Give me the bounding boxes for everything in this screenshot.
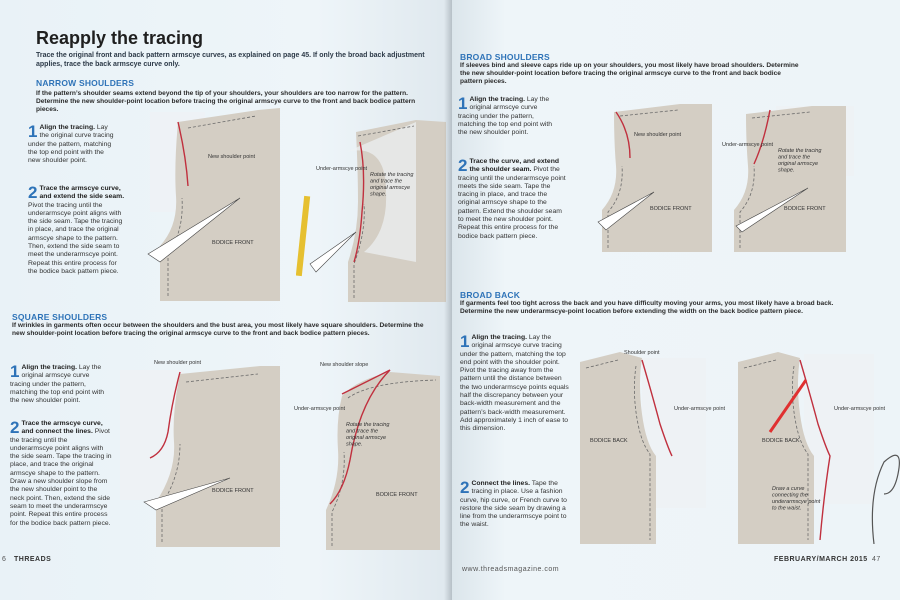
narrow-step-2: 2 Trace the armscye curve, and extend th…: [28, 183, 126, 276]
square-figure-2: New shoulder slope Under-armscye point R…: [294, 362, 440, 550]
step-body: Tape the tracing in place. Use a fashion…: [460, 480, 567, 529]
fig-label-new-shoulder: New shoulder point: [154, 360, 202, 366]
broad-shoulders-figure-1: New shoulder point BODICE FRONT: [597, 104, 712, 252]
fig-label-underarmscye: Under-armscye point: [294, 406, 346, 412]
left-page-number: 6: [2, 556, 7, 563]
issue-date: FEBRUARY/MARCH 2015: [774, 556, 868, 563]
fig-label-bodice-back: BODICE BACK: [590, 438, 628, 444]
step-number: 1: [28, 122, 38, 141]
step-heading: Trace the armscye curve, and extend the …: [39, 185, 125, 201]
step-body: Pivot the tracing until the underarmscye…: [28, 201, 123, 275]
intro-text: Trace the original front and back patter…: [36, 52, 425, 68]
step-heading: Trace the armscye curve, and connect the…: [21, 420, 103, 436]
square-shoulders-desc: If wrinkles in garments often occur betw…: [12, 322, 424, 337]
step-number: 2: [28, 183, 38, 202]
fig-label-new-slope: New shoulder slope: [320, 362, 368, 368]
step-body: Lay the original curve tracing under the…: [28, 124, 114, 165]
right-page: BROAD SHOULDERS If sleeves bind and slee…: [452, 0, 900, 600]
left-page: Reapply the tracing Trace the original f…: [0, 0, 452, 600]
step-heading: Trace the curve, and extend the shoulder…: [469, 158, 559, 174]
fig-label-bodice-front: BODICE FRONT: [212, 488, 254, 494]
fig-label-new-shoulder: New shoulder point: [634, 132, 682, 138]
step-number: 1: [458, 94, 468, 113]
broad-back-step-2: 2 Connect the lines. Tape the tracing in…: [460, 478, 570, 530]
fig-label-shoulder-point: Shoulder point: [624, 350, 660, 356]
fig-label-bodice-front: BODICE FRONT: [650, 206, 692, 212]
fig-label-bodice-back: BODICE BACK: [762, 438, 800, 444]
step-body: Lay the original armscye curve tracing u…: [460, 334, 569, 433]
broad-back-step-1: 1 Align the tracing. Lay the original ar…: [460, 332, 570, 434]
narrow-shoulders-desc: If the pattern’s shoulder seams extend b…: [36, 90, 416, 113]
fig-label-underarmscye: Under-armscye point: [722, 142, 774, 148]
step-number: 2: [460, 478, 470, 497]
step-heading: Align the tracing.: [469, 96, 525, 103]
broad-back-desc: If garments feel too tight across the ba…: [460, 300, 834, 315]
broad-shoulders-step-2: 2 Trace the curve, and extend the should…: [458, 156, 566, 241]
fig-label-underarmscye: Under-armscye point: [316, 166, 368, 172]
step-body: Lay the original armscye curve tracing u…: [458, 96, 553, 137]
step-body: Lay the original armscye curve tracing u…: [10, 364, 105, 405]
step-heading: Align the tracing.: [21, 364, 77, 371]
broad-shoulders-step-1: 1 Align the tracing. Lay the original ar…: [458, 94, 558, 137]
step-number: 1: [460, 332, 470, 351]
broad-back-figure-2: BODICE BACK Under-armscye point Draw a c…: [738, 352, 900, 544]
narrow-figure-1: New shoulder point BODICE FRONT: [147, 108, 280, 301]
broad-shoulders-heading: BROAD SHOULDERS: [460, 52, 550, 62]
fig-label-bodice-front: BODICE FRONT: [376, 492, 418, 498]
square-figure-1: New shoulder point BODICE FRONT: [120, 360, 280, 547]
website-url: www.threadsmagazine.com: [462, 566, 560, 573]
step-number: 2: [10, 418, 20, 437]
square-step-1: 1 Align the tracing. Lay the original ar…: [10, 362, 110, 405]
broad-shoulders-desc: If sleeves bind and sleeve caps ride up …: [460, 62, 799, 85]
fig-label-new-shoulder: New shoulder point: [208, 154, 256, 160]
square-step-2: 2 Trace the armscye curve, and connect t…: [10, 418, 112, 528]
step-number: 2: [458, 156, 468, 175]
broad-back-figure-1: Shoulder point BODICE BACK Under-armscye…: [580, 350, 726, 544]
step-number: 1: [10, 362, 20, 381]
broad-back-heading: BROAD BACK: [460, 290, 521, 300]
page-title: Reapply the tracing: [36, 28, 204, 48]
narrow-step-1: 1 Align the tracing. Lay the original cu…: [28, 122, 118, 165]
magazine-name: THREADS: [14, 556, 52, 563]
fig-label-underarmscye: Under-armscye point: [834, 406, 886, 412]
square-shoulders-heading: SQUARE SHOULDERS: [12, 312, 108, 322]
step-heading: Connect the lines.: [471, 480, 531, 487]
step-body: Pivot the tracing until the underarmscye…: [458, 166, 566, 240]
step-body: Pivot the tracing until the underarmscye…: [10, 428, 112, 527]
step-heading: Align the tracing.: [39, 124, 95, 131]
fig-label-bodice-front: BODICE FRONT: [784, 206, 826, 212]
fig-label-underarmscye: Under-armscye point: [674, 406, 726, 412]
step-heading: Align the tracing.: [471, 334, 527, 341]
right-page-number: 47: [872, 556, 881, 563]
narrow-shoulders-heading: NARROW SHOULDERS: [36, 78, 135, 88]
fig-label-bodice-front: BODICE FRONT: [212, 240, 254, 246]
